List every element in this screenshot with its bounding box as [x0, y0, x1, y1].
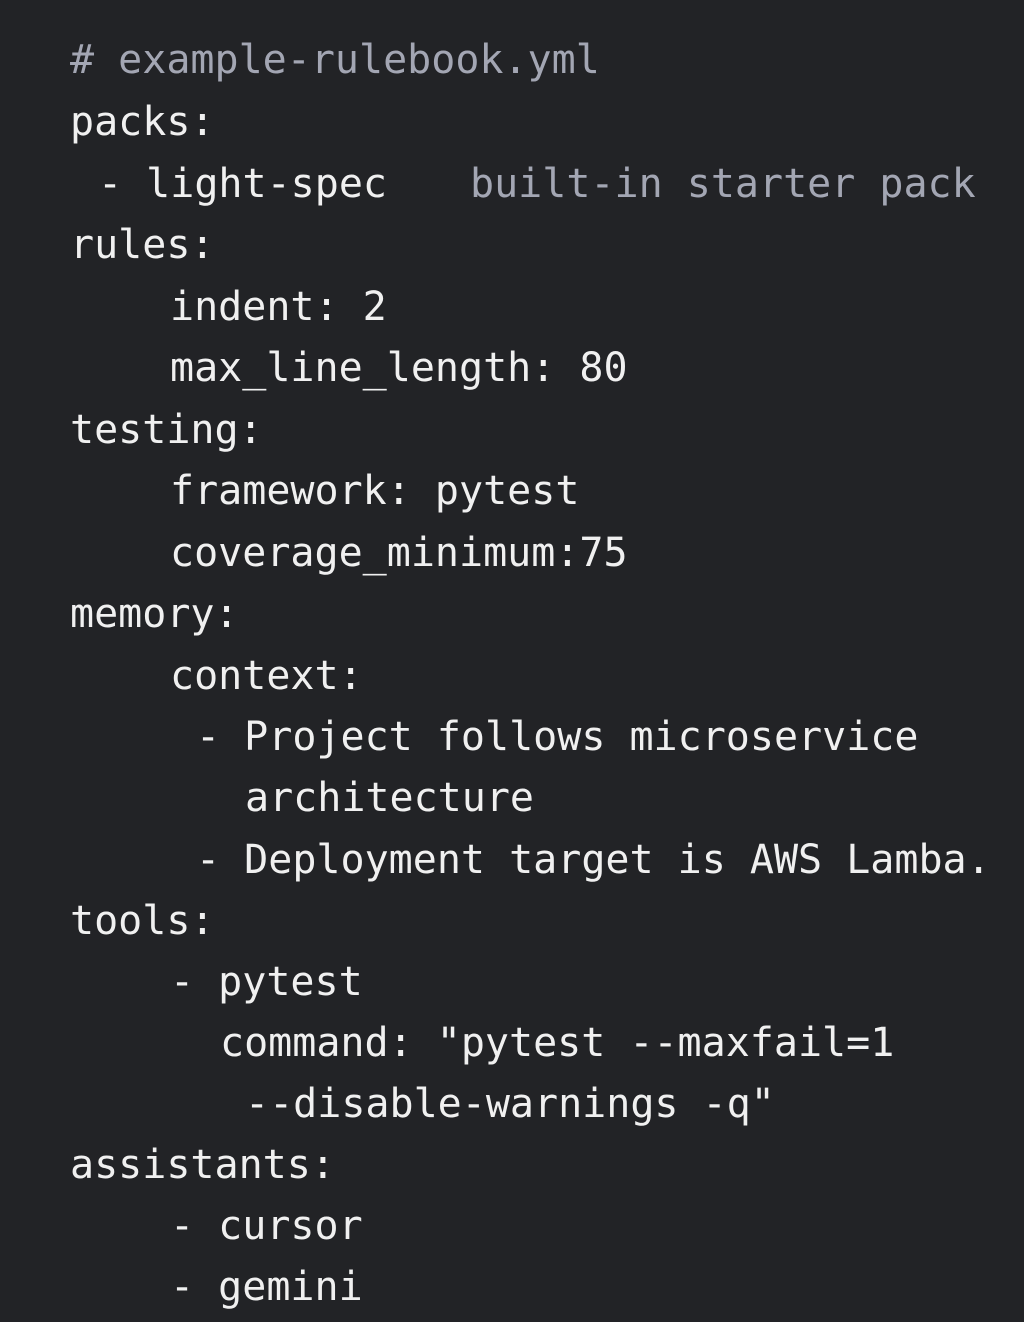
memory-context-item-continuation: architecture: [245, 775, 534, 821]
assistants-item: - gemini: [170, 1264, 363, 1310]
file-name-comment: # example-rulebook.yml: [70, 37, 600, 83]
testing-key: testing:: [70, 407, 263, 453]
tools-key: tools:: [70, 898, 215, 944]
rules-max-line-length: max_line_length: 80: [170, 345, 628, 391]
tools-command-continuation: --disable-warnings -q": [245, 1081, 775, 1127]
testing-framework: framework: pytest: [170, 468, 580, 514]
packs-key: packs:: [70, 99, 215, 145]
memory-context-item: - Deployment target is AWS Lamba.: [196, 837, 991, 883]
tools-item: - pytest: [170, 959, 363, 1005]
packs-item-comment: built-in starter pack: [470, 161, 976, 207]
memory-context-item: - Project follows microservice: [196, 714, 919, 760]
testing-coverage-minimum: coverage_minimum:75: [170, 530, 628, 576]
memory-key: memory:: [70, 591, 239, 637]
tools-command: command: "pytest --maxfail=1: [220, 1020, 895, 1066]
rules-key: rules:: [70, 222, 215, 268]
assistants-item: - cursor: [170, 1203, 363, 1249]
assistants-key: assistants:: [70, 1142, 335, 1188]
memory-context-key: context:: [170, 653, 363, 699]
rules-indent: indent: 2: [170, 284, 387, 330]
packs-item: - light-spec: [98, 161, 387, 207]
